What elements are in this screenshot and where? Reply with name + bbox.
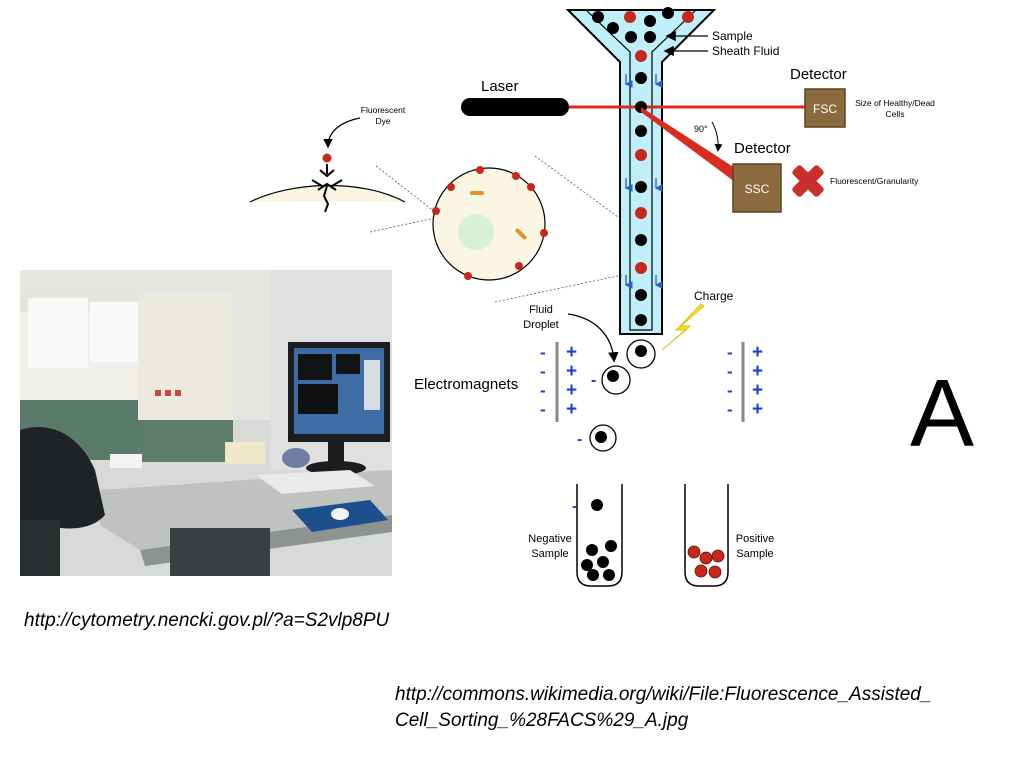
lab-photo-illustration: [20, 270, 392, 576]
negative-sample-label-line2: Sample: [531, 548, 568, 560]
fsc-detector: Detector FSC Size of Healthy/Dead Cells: [790, 66, 935, 128]
charge-bolt-icon: [661, 303, 705, 351]
positive-sample-tube: Positive Sample: [684, 484, 775, 587]
sample-label-group: Sample Sheath Fluid: [663, 29, 779, 58]
svg-text:+: +: [566, 380, 577, 401]
svg-text:-: -: [540, 362, 546, 381]
flow-direction-arrows: [624, 74, 663, 289]
svg-text:-: -: [727, 343, 733, 362]
cells-in-funnel: [592, 7, 694, 326]
svg-text:-: -: [727, 362, 733, 381]
laser-label: Laser: [481, 78, 519, 95]
fluid-droplet-label-line1: Fluid: [529, 304, 553, 316]
droplet-formation: Fluid Droplet Charge - -: [523, 289, 734, 452]
enlarged-cell: [432, 155, 623, 303]
side-scatter-beam: [641, 107, 735, 182]
electromagnets-label: Electromagnets: [414, 376, 518, 393]
electromagnet-left: - - - - + + + +: [540, 342, 577, 422]
fsc-label: FSC: [813, 102, 837, 116]
deflected-charge-minus: -: [577, 431, 582, 448]
fluorescent-dye-detail: Fluorescent Dye: [249, 105, 436, 233]
svg-text:-: -: [727, 381, 733, 400]
cytometer-lab-photo: [20, 270, 392, 576]
tube-charge-minus: -: [572, 498, 577, 515]
svg-text:+: +: [566, 399, 577, 420]
svg-text:+: +: [752, 342, 763, 363]
svg-text:+: +: [566, 342, 577, 363]
svg-text:+: +: [752, 361, 763, 382]
ssc-detector: Detector SSC Fluorescent/Granularity: [732, 140, 919, 213]
fsc-description-line2: Cells: [886, 109, 905, 119]
negative-sample-tube: - Negative Sample: [528, 484, 623, 587]
fluorescent-label-line2: Dye: [375, 116, 390, 126]
negative-sample-label-line1: Negative: [528, 533, 571, 545]
ssc-detector-label: Detector: [734, 140, 791, 157]
angle-label: 90°: [694, 124, 708, 134]
flow-cell-nozzle: [565, 9, 717, 335]
cross-icon: [792, 165, 824, 197]
droplet-charge-minus: -: [591, 372, 596, 389]
electromagnet-right: - - - - + + + +: [727, 342, 763, 422]
fluid-droplet-label-line2: Droplet: [523, 319, 558, 331]
svg-text:-: -: [540, 343, 546, 362]
svg-text:+: +: [752, 399, 763, 420]
panel-letter: A: [910, 360, 974, 467]
diagram-source-link-line1[interactable]: http://commons.wikimedia.org/wiki/File:F…: [395, 684, 932, 705]
sheath-fluid-label: Sheath Fluid: [712, 44, 779, 58]
laser: Laser 90°: [461, 78, 806, 182]
svg-text:-: -: [540, 381, 546, 400]
ssc-description: Fluorescent/Granularity: [830, 176, 919, 186]
svg-text:-: -: [727, 400, 733, 419]
fsc-description-line1: Size of Healthy/Dead: [855, 98, 935, 108]
positive-sample-label-line2: Sample: [736, 548, 773, 560]
positive-sample-label-line1: Positive: [736, 533, 775, 545]
diagram-source-link-line2[interactable]: Cell_Sorting_%28FACS%29_A.jpg: [395, 710, 689, 731]
antibody-icon: [311, 164, 343, 213]
sample-label: Sample: [712, 29, 753, 43]
svg-text:+: +: [566, 361, 577, 382]
fluorescent-label-line1: Fluorescent: [361, 105, 406, 115]
svg-text:+: +: [752, 380, 763, 401]
laser-source: [461, 98, 569, 116]
charge-label: Charge: [694, 289, 734, 303]
photo-source-link[interactable]: http://cytometry.nencki.gov.pl/?a=S2vlp8…: [24, 610, 390, 631]
svg-text:-: -: [540, 400, 546, 419]
ssc-label: SSC: [745, 182, 770, 196]
fsc-detector-label: Detector: [790, 66, 847, 83]
